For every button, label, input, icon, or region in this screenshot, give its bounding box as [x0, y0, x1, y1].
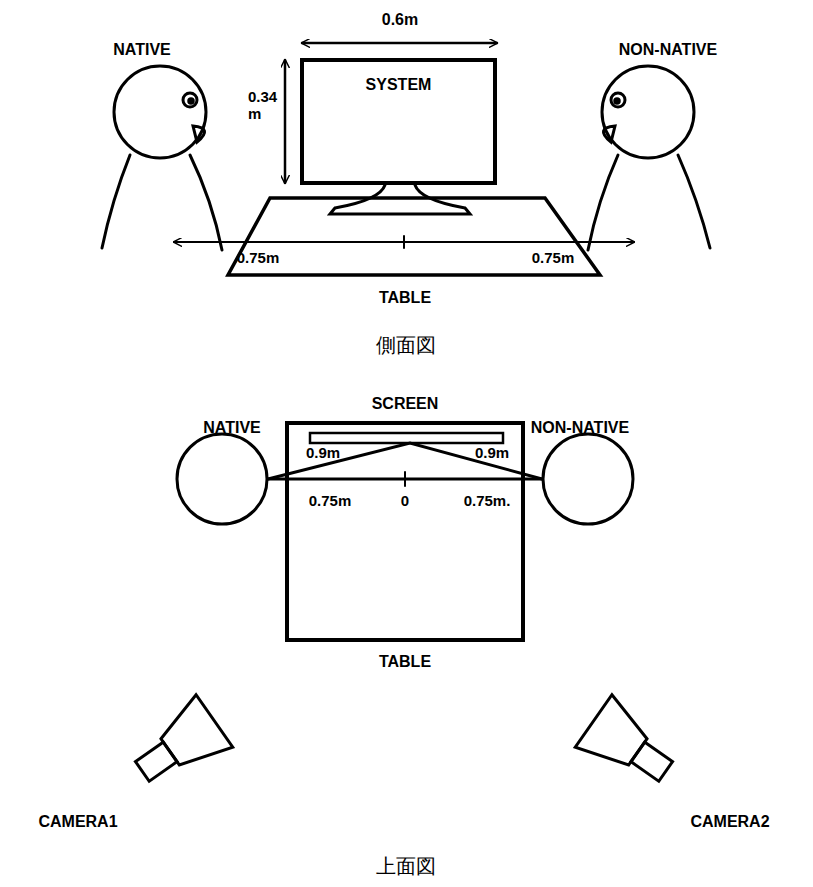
person-top [543, 434, 633, 524]
part-label: TABLE [379, 289, 431, 307]
person-head [114, 66, 206, 158]
node-label: SYSTEM [304, 76, 493, 94]
dimension-label: 0.75m [237, 249, 280, 266]
person-label: NON-NATIVE [619, 41, 717, 59]
dimension-label: 0.75m [309, 492, 352, 509]
person-eye [611, 93, 625, 107]
monitor-box: SYSTEM [300, 58, 497, 185]
table-side [228, 198, 600, 275]
dimension-label: 0.75m [532, 249, 575, 266]
person-head [602, 66, 694, 158]
person-pupil [615, 99, 620, 104]
camera-icon [124, 695, 233, 798]
center-tick [403, 236, 405, 248]
person-pupil [189, 99, 194, 104]
dimension-label: 0.6m [382, 11, 418, 29]
part-label: TABLE [379, 653, 431, 671]
dimension-label: 0.75m. [464, 492, 511, 509]
screen-bar [310, 433, 503, 443]
dimension-label: 0 [401, 492, 409, 509]
person-mouth [193, 126, 205, 142]
width-arrow [302, 42, 497, 45]
person-mouth [603, 126, 615, 142]
person-label: NATIVE [203, 419, 260, 437]
person-label: NON-NATIVE [531, 419, 629, 437]
dimension-label: 0.9m [475, 444, 509, 461]
person-body [102, 155, 222, 250]
center-tick [404, 472, 406, 486]
table-top [287, 423, 523, 640]
person-top [177, 434, 267, 524]
dimension-label: 0.9m [306, 444, 340, 461]
person-body [588, 155, 710, 250]
figure-caption: 上面図 [376, 855, 436, 878]
part-label: SCREEN [372, 395, 439, 413]
camera-icon [575, 695, 684, 798]
height-arrow [284, 60, 287, 183]
camera-label: CAMERA1 [38, 813, 117, 831]
dimension-label: 0.34 m [248, 88, 284, 123]
person-eye [183, 93, 197, 107]
person-label: NATIVE [113, 41, 170, 59]
figure-caption: 側面図 [376, 334, 436, 357]
camera-label: CAMERA2 [690, 813, 769, 831]
